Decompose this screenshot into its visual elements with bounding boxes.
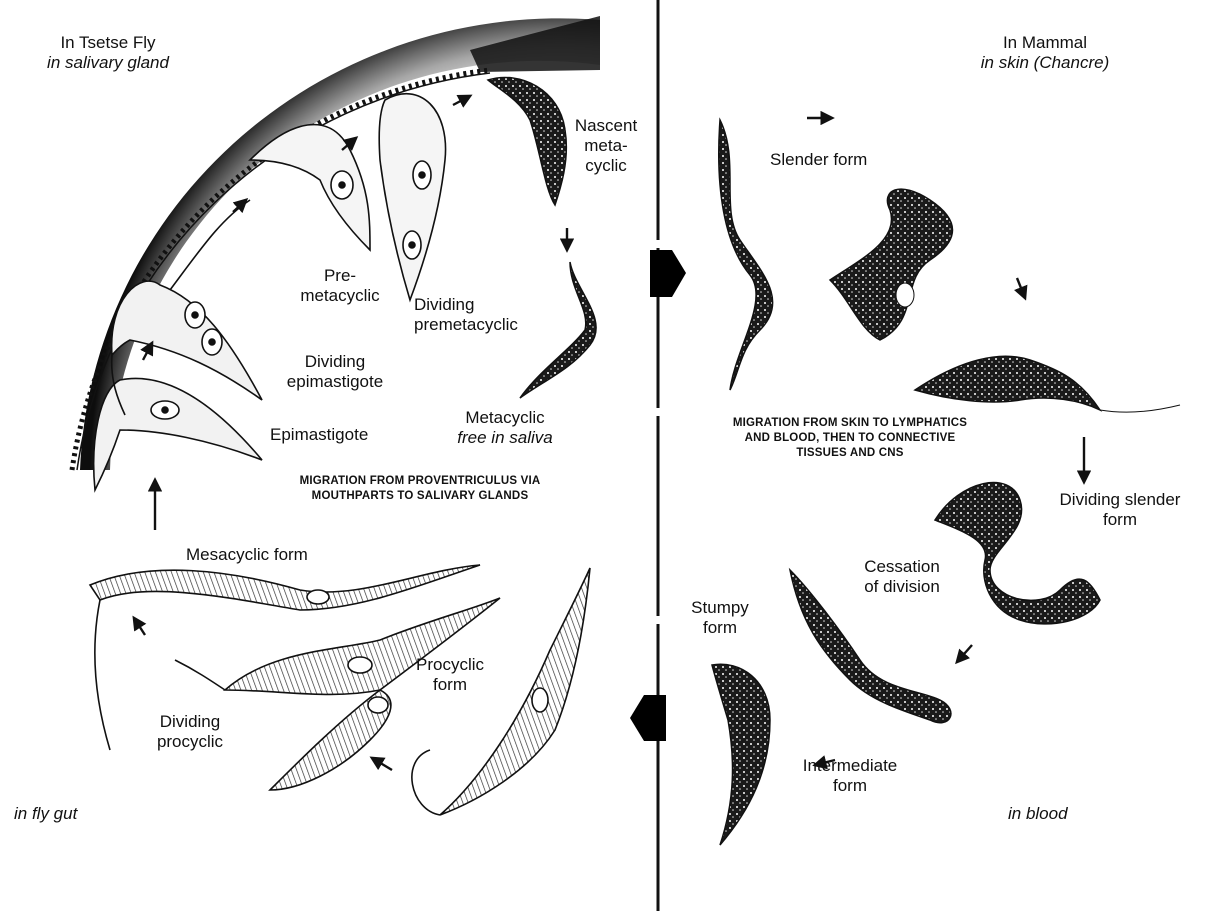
stumpy-line-1: Stumpy [680,598,760,618]
nascent-line-2: meta- [570,136,642,156]
to-fly-arrow [630,695,666,741]
intermediate-line-2: form [790,776,910,796]
nascent-metacyclic-label: Nascent meta- cyclic [570,116,642,176]
cessation-line-2: of division [842,577,962,597]
stumpy-line-2: form [680,618,760,638]
fly-gut-label: in fly gut [14,804,77,824]
proventriculus-migration-note: MIGRATION FROM PROVENTRICULUS VIA MOUTHP… [255,474,585,504]
dividing-procyclic-line-2: procyclic [140,732,240,752]
premeta-line-1: Pre- [285,266,395,286]
cessation-label: Cessation of division [842,557,962,597]
metacyclic-line-2: free in saliva [440,428,570,448]
proventriculus-line-1: MIGRATION FROM PROVENTRICULUS VIA [255,474,585,489]
intermediate-label: Intermediate form [790,756,910,796]
blood-label: in blood [1008,804,1068,824]
mesocyclic-label: Mesacyclic form [186,545,308,565]
dividing-premeta-line-2: premetacyclic [414,315,518,335]
nascent-line-3: cyclic [570,156,642,176]
mammal-subtitle: in skin (Chancre) [970,53,1120,73]
procyclic-line-1: Procyclic [405,655,495,675]
slender-form-cell [719,120,773,390]
premeta-line-2: metacyclic [285,286,395,306]
procyclic-label: Procyclic form [405,655,495,695]
dividing-premeta-line-1: Dividing [414,295,518,315]
cessation-line-1: Cessation [842,557,962,577]
fly-title-text: In Tsetse Fly [18,33,198,53]
procyclic-line-2: form [405,675,495,695]
premetacyclic-label: Pre- metacyclic [285,266,395,306]
mammal-title-text: In Mammal [970,33,1120,53]
mammal-title: In Mammal in skin (Chancre) [970,33,1120,73]
slender-form-cell-2 [830,189,953,340]
dividing-premetacyclic-label: Dividing premetacyclic [414,295,518,335]
stumpy-form-cell [712,664,770,845]
metacyclic-line-1: Metacyclic [440,408,570,428]
metacyclic-label: Metacyclic free in saliva [440,408,570,448]
fly-subtitle: in salivary gland [18,53,198,73]
slender-form-label: Slender form [770,150,867,170]
skin-line-3: TISSUES AND CNS [690,446,1010,461]
fly-title: In Tsetse Fly in salivary gland [18,33,198,73]
dividing-procyclic-line-1: Dividing [140,712,240,732]
dividing-procyclic-label: Dividing procyclic [140,712,240,752]
epimastigote-cell [94,378,262,490]
proventriculus-line-2: MOUTHPARTS TO SALIVARY GLANDS [255,489,585,504]
skin-line-1: MIGRATION FROM SKIN TO LYMPHATICS [690,416,1010,431]
dividing-slender-line-1: Dividing slender [1040,490,1200,510]
dividing-slender-line-2: form [1040,510,1200,530]
skin-migration-note: MIGRATION FROM SKIN TO LYMPHATICS AND BL… [690,416,1010,461]
wavy-form-cell [915,356,1180,412]
skin-line-2: AND BLOOD, THEN TO CONNECTIVE [690,431,1010,446]
stumpy-label: Stumpy form [680,598,760,638]
dividing-epi-line-1: Dividing [270,352,400,372]
intermediate-line-1: Intermediate [790,756,910,776]
dividing-slender-label: Dividing slender form [1040,490,1200,530]
to-mammal-arrow [650,250,686,297]
nascent-metacyclic-cell [488,77,566,205]
epimastigote-label: Epimastigote [270,425,368,445]
metacyclic-cell [520,262,596,398]
dividing-epimastigote-label: Dividing epimastigote [270,352,400,392]
dividing-epi-line-2: epimastigote [270,372,400,392]
nascent-line-1: Nascent [570,116,642,136]
